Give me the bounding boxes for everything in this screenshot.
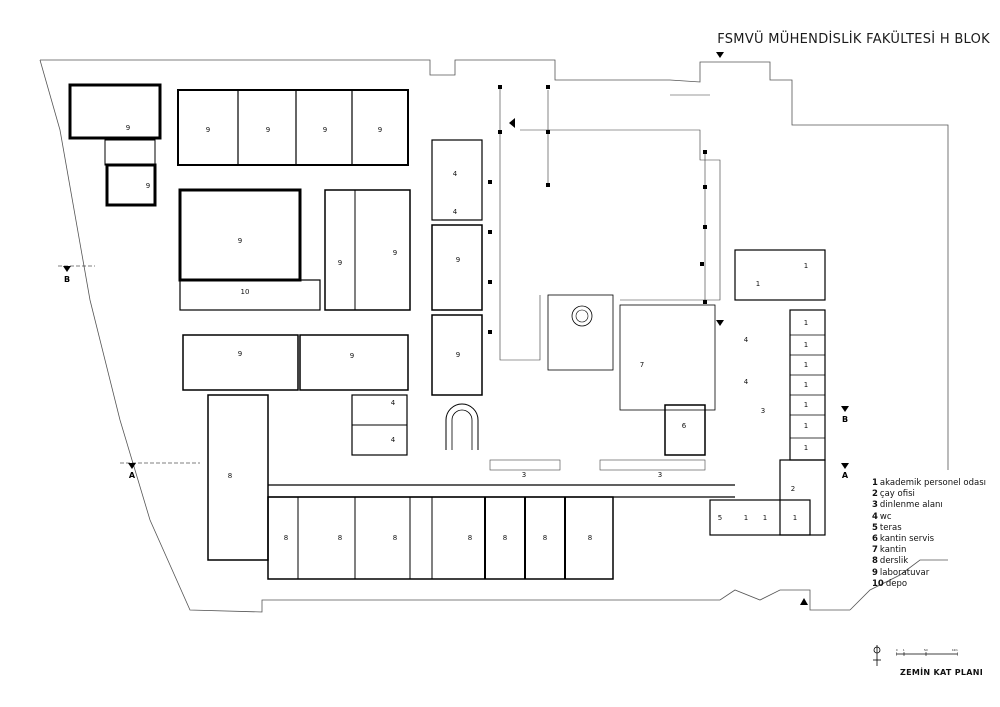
room-tag-wc: 4: [744, 378, 749, 386]
scale-tick: 5m: [924, 648, 929, 652]
room-tag-wc: 4: [453, 208, 458, 216]
room-tag-dinlenme: 3: [761, 407, 765, 415]
room-tag-teras: 5: [718, 514, 722, 522]
room-tag-derslik: 8: [338, 534, 342, 542]
scale-tick: 1: [903, 648, 905, 652]
room-tag-derslik: 8: [228, 472, 232, 480]
section-markers: B B A A: [58, 265, 849, 480]
room-tag-wc: 4: [453, 170, 458, 178]
section-marker-b: B: [842, 415, 848, 424]
room-tag-wc: 4: [391, 399, 396, 407]
room-tag-kantin: 7: [640, 361, 644, 369]
room-tag-lab: 9: [378, 126, 382, 134]
room-tag-lab: 9: [238, 237, 242, 245]
room-tag-dinlenme: 3: [522, 471, 526, 479]
scale-tick: 0: [896, 648, 898, 652]
room-tag-wc: 4: [744, 336, 749, 344]
room-tag-lab: 9: [146, 182, 150, 190]
room-tag-lab: 9: [238, 350, 242, 358]
section-marker-b: B: [64, 275, 70, 284]
room-tag-akademik: 1: [804, 444, 808, 452]
room-tag-lab: 9: [206, 126, 210, 134]
canopy-outlines: [499, 85, 721, 361]
room-tag-akademik: 1: [763, 514, 767, 522]
room-tag-akademik: 1: [804, 422, 808, 430]
scale-bar: 0 1 5m 10m: [896, 648, 958, 656]
room-tag-lab: 9: [350, 352, 354, 360]
room-tag-lab: 9: [266, 126, 270, 134]
room-tag-lab: 9: [456, 351, 460, 359]
room-tag-akademik: 1: [804, 319, 808, 327]
room-tag-akademik: 1: [793, 514, 797, 522]
room-tag-depo: 10: [241, 288, 250, 296]
section-marker-a: A: [842, 471, 849, 480]
room-tag-akademik: 1: [744, 514, 748, 522]
room-tag-akademik: 1: [804, 262, 808, 270]
room-tag-dinlenme: 3: [658, 471, 662, 479]
room-tag-servis: 6: [682, 422, 687, 430]
room-tag-akademik: 1: [804, 381, 808, 389]
benches: [489, 459, 706, 471]
scale-tick: 10m: [952, 648, 958, 652]
room-tag-derslik: 8: [588, 534, 592, 542]
room-tag-akademik: 1: [804, 401, 808, 409]
site-boundary: [39, 59, 949, 613]
room-tag-lab: 9: [338, 259, 342, 267]
floor-label: ZEMİN KAT PLANI: [900, 668, 984, 677]
room-tag-lab: 9: [393, 249, 397, 257]
section-marker-a: A: [129, 471, 136, 480]
north-arrow-icon: [873, 645, 881, 666]
room-tag-derslik: 8: [393, 534, 397, 542]
columns: [488, 85, 707, 334]
room-tag-derslik: 8: [468, 534, 472, 542]
room-tag-derslik: 8: [543, 534, 547, 542]
room-tag-derslik: 8: [284, 534, 288, 542]
plan-title: FSMVÜ MÜHENDİSLİK FAKÜLTESİ H BLOK: [717, 32, 990, 47]
room-tag-wc: 4: [391, 436, 396, 444]
room-tag-akademik: 1: [756, 280, 760, 288]
room-tag-lab: 9: [323, 126, 327, 134]
entrance-arrows: [509, 52, 808, 605]
room-tag-derslik: 8: [503, 534, 507, 542]
room-tag-akademik: 1: [804, 361, 808, 369]
room-tag-akademik: 1: [804, 341, 808, 349]
room-tags: 9 9 9 9 9 9 9 9 9 9 9 9 9 10 8 8 8 8 8 8…: [126, 124, 808, 542]
building-walls: [68, 83, 826, 580]
room-tag-lab: 9: [126, 124, 130, 132]
room-tag-lab: 9: [456, 256, 460, 264]
room-tag-cay: 2: [791, 485, 795, 493]
